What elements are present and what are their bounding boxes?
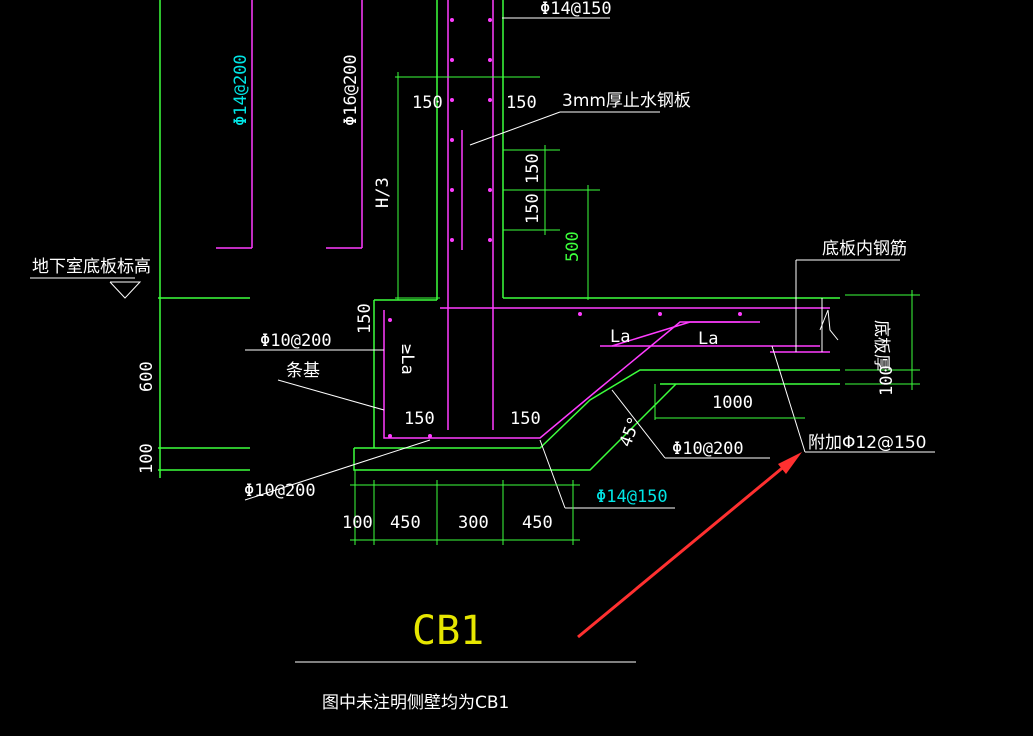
- label-dim-500: 500: [563, 231, 583, 262]
- label-waterstop: 3mm厚止水钢板: [562, 91, 691, 111]
- label-dim-1000: 1000: [712, 393, 753, 413]
- label-dim-100-left: 100: [137, 443, 157, 474]
- red-arrow: [577, 452, 802, 639]
- label-dim-150-left: 150: [412, 93, 443, 113]
- label-dim-450-b: 450: [522, 513, 553, 533]
- concrete-outline: [158, 0, 840, 478]
- label-stirrup-bottom: Φ10@200: [244, 481, 316, 501]
- label-rebar-slope: Φ10@200: [672, 439, 744, 459]
- label-basement-floor-level: 地下室底板标高: [32, 257, 151, 277]
- label-slab-thickness: 底板厚: [871, 320, 891, 371]
- label-dim-300: 300: [458, 513, 489, 533]
- label-la-left: La: [610, 327, 630, 347]
- label-slab-inner-rebar: 底板内钢筋: [822, 239, 907, 259]
- leader-lines: [30, 17, 935, 663]
- label-angle: 45°: [616, 414, 645, 450]
- label-strip-footing: 条基: [286, 361, 320, 381]
- label-wall-rebar-inner: Φ16@200: [341, 54, 361, 126]
- label-dim-150-footing: 150: [355, 303, 375, 334]
- label-wall-rebar-outer: Φ14@200: [231, 54, 251, 126]
- label-dim-150-b: 150: [523, 193, 543, 224]
- label-dim-100-bottom: 100: [342, 513, 373, 533]
- label-added-rebar: 附加Φ12@150: [808, 433, 926, 453]
- label-dim-150-a: 150: [523, 153, 543, 184]
- label-la-vertical: ≥La: [397, 344, 417, 375]
- label-dim-150-right: 150: [506, 93, 537, 113]
- label-wall-rebar-top: Φ14@150: [540, 0, 612, 19]
- label-bottom-rebar: Φ14@150: [596, 487, 668, 507]
- rebar-dots: [388, 18, 742, 438]
- label-dim-100-right: 100: [877, 365, 897, 396]
- label-bottom-150-a: 150: [404, 409, 435, 429]
- title-cb1: CB1: [412, 608, 484, 654]
- dimension-lines: [350, 72, 920, 545]
- label-dim-600: 600: [137, 361, 157, 392]
- label-stirrup-top: Φ10@200: [260, 331, 332, 351]
- note-cb1: 图中未注明侧壁均为CB1: [322, 693, 509, 713]
- rebar-lines: [216, 0, 830, 439]
- label-dim-h3: H/3: [373, 177, 393, 208]
- label-bottom-150-b: 150: [510, 409, 541, 429]
- label-la-right: La: [698, 329, 718, 349]
- label-dim-450-a: 450: [390, 513, 421, 533]
